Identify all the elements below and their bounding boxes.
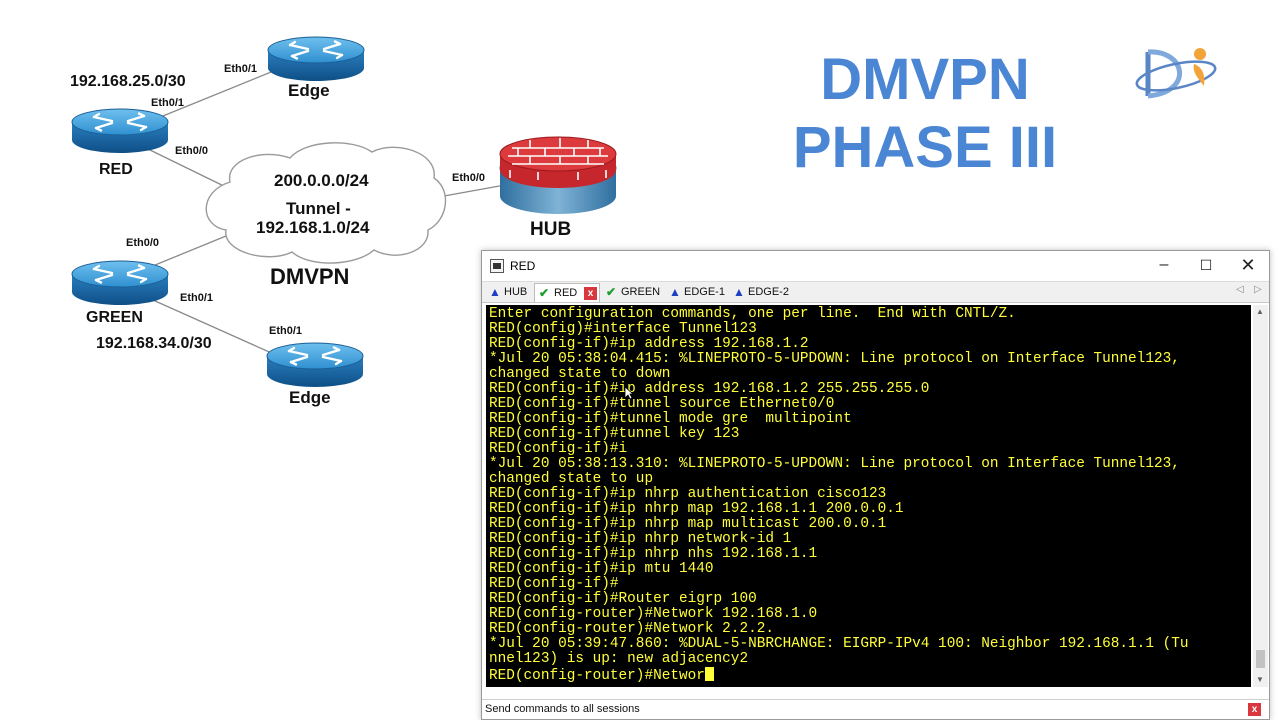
terminal-prompt-line: RED(config-router)#Networ <box>489 667 1189 684</box>
brand-logo-icon <box>1135 48 1217 99</box>
terminal-line: RED(config-if)#tunnel source Ethernet0/0 <box>489 396 835 412</box>
router-red-icon <box>70 107 170 155</box>
minimize-button[interactable]: – <box>1159 256 1169 273</box>
tab-scroll-right-icon[interactable]: ▷ <box>1254 284 1262 295</box>
terminal-line: *Jul 20 05:38:13.310: %LINEPROTO-5-UPDOW… <box>489 456 1180 472</box>
terminal-line: RED(config-if)#ip nhrp nhs 192.168.1.1 <box>489 546 818 562</box>
app-icon <box>490 259 504 273</box>
red-label: RED <box>99 161 133 178</box>
router-hub-firewall-icon <box>499 136 617 214</box>
scroll-up-icon[interactable]: ▲ <box>1256 307 1264 316</box>
router-green-icon <box>70 259 170 307</box>
if-green-cloud-label: Eth0/0 <box>126 237 159 249</box>
terminal-line: changed state to up <box>489 471 654 487</box>
warning-icon: ▲ <box>669 285 681 299</box>
if-green-bottom-label: Eth0/1 <box>180 292 213 304</box>
hub-label: HUB <box>530 219 571 240</box>
terminal-line: changed state to down <box>489 366 671 382</box>
terminal-line: RED(config-if)#ip address 192.168.1.2 <box>489 336 809 352</box>
if-hub-label: Eth0/0 <box>452 172 485 184</box>
tab-hub[interactable]: ▲ HUB <box>485 283 531 302</box>
terminal-line: Enter configuration commands, one per li… <box>489 306 1016 322</box>
terminal-line: RED(config-if)#ip nhrp authentication ci… <box>489 486 887 502</box>
cloud-tunnel-label: Tunnel - <box>286 199 351 218</box>
terminal-line: RED(config-if)# <box>489 576 619 592</box>
edge-top-label: Edge <box>288 81 330 100</box>
warning-icon: ▲ <box>489 285 501 299</box>
terminal-line: RED(config-if)#tunnel key 123 <box>489 426 740 442</box>
tab-scroll-left-icon[interactable]: ◁ <box>1236 284 1244 295</box>
terminal-line: RED(config-router)#Network 192.168.1.0 <box>489 606 818 622</box>
scroll-down-icon[interactable]: ▼ <box>1256 675 1264 684</box>
tab-close-icon[interactable]: x <box>584 287 597 300</box>
router-edge-bottom-icon <box>265 341 365 389</box>
terminal-line: RED(config-router)#Network 2.2.2. <box>489 621 774 637</box>
terminal-line: RED(config-if)#Router eigrp 100 <box>489 591 757 607</box>
close-window-button[interactable]: ✕ <box>1240 255 1256 275</box>
if-red-cloud-label: Eth0/0 <box>175 145 208 157</box>
window-titlebar[interactable]: RED – ☐ ✕ <box>482 251 1269 281</box>
status-bar: Send commands to all sessions x <box>482 699 1269 719</box>
cloud-tunnel-network-label: 192.168.1.0/24 <box>256 218 370 237</box>
terminal-console[interactable]: Enter configuration commands, one per li… <box>486 305 1251 687</box>
tab-edge-1-label: EDGE-1 <box>684 286 725 298</box>
tab-edge-1[interactable]: ▲ EDGE-1 <box>665 283 729 302</box>
terminal-line: RED(config-if)#i <box>489 441 628 457</box>
edge-bottom-label: Edge <box>289 388 331 407</box>
terminal-line: RED(config-if)#ip nhrp map multicast 200… <box>489 516 887 532</box>
terminal-prompt-text: RED(config-router)#Networ <box>489 668 705 684</box>
tab-green-label: GREEN <box>621 286 661 298</box>
if-edge-bottom-label: Eth0/1 <box>269 325 302 337</box>
tab-red[interactable]: ✔ RED x <box>534 283 600 302</box>
tab-edge-2[interactable]: ▲ EDGE-2 <box>729 283 793 302</box>
send-to-all-sessions-text[interactable]: Send commands to all sessions <box>485 703 640 715</box>
vertical-scrollbar[interactable]: ▲ ▼ <box>1253 305 1268 687</box>
terminal-line: RED(config)#interface Tunnel123 <box>489 321 757 337</box>
router-edge-top-icon <box>266 35 366 83</box>
check-icon: ✔ <box>539 286 550 300</box>
warning-icon: ▲ <box>733 285 745 299</box>
terminal-line: RED(config-if)#ip mtu 1440 <box>489 561 714 577</box>
tab-edge-2-label: EDGE-2 <box>748 286 789 298</box>
check-icon: ✔ <box>606 285 617 299</box>
terminal-window: RED – ☐ ✕ ▲ HUB ✔ RED x ✔ GREEN ▲ EDGE-1 <box>481 250 1270 720</box>
status-close-icon[interactable]: x <box>1248 703 1261 716</box>
session-tabbar: ▲ HUB ✔ RED x ✔ GREEN ▲ EDGE-1 ▲ EDGE-2 … <box>482 281 1269 303</box>
title-line-1: DMVPN <box>820 47 1030 112</box>
terminal-line: RED(config-if)#tunnel mode gre multipoin… <box>489 411 852 427</box>
maximize-button[interactable]: ☐ <box>1199 257 1213 273</box>
terminal-line: *Jul 20 05:38:04.415: %LINEPROTO-5-UPDOW… <box>489 351 1180 367</box>
text-cursor <box>704 667 714 681</box>
network-diagram: 192.168.25.0/30 192.168.34.0/30 Edge RED… <box>70 35 617 407</box>
if-edge-top-label: Eth0/1 <box>224 63 257 75</box>
net-green-edge-label: 192.168.34.0/30 <box>96 335 212 352</box>
terminal-line: RED(config-if)#ip nhrp network-id 1 <box>489 531 792 547</box>
net-red-edge-label: 192.168.25.0/30 <box>70 73 186 90</box>
green-label: GREEN <box>86 309 143 326</box>
cloud-network-label: 200.0.0.0/24 <box>274 171 369 190</box>
if-red-top-label: Eth0/1 <box>151 97 184 109</box>
tab-green[interactable]: ✔ GREEN <box>602 283 664 302</box>
tab-red-label: RED <box>554 287 578 299</box>
terminal-line: RED(config-if)#ip nhrp map 192.168.1.1 2… <box>489 501 904 517</box>
title-line-2: PHASE III <box>792 115 1058 180</box>
tab-hub-label: HUB <box>504 286 528 298</box>
terminal-line: *Jul 20 05:39:47.860: %DUAL-5-NBRCHANGE:… <box>489 636 1189 652</box>
terminal-output: Enter configuration commands, one per li… <box>489 307 1189 684</box>
terminal-line: RED(config-if)#ip address 192.168.1.2 25… <box>489 381 930 397</box>
terminal-line: nnel123) is up: new adjacency2 <box>489 651 749 667</box>
scroll-thumb[interactable] <box>1256 650 1265 668</box>
mouse-pointer-icon <box>624 386 634 400</box>
dmvpn-cloud <box>205 142 447 264</box>
window-title: RED <box>510 259 536 273</box>
dmvpn-caption: DMVPN <box>270 264 349 289</box>
